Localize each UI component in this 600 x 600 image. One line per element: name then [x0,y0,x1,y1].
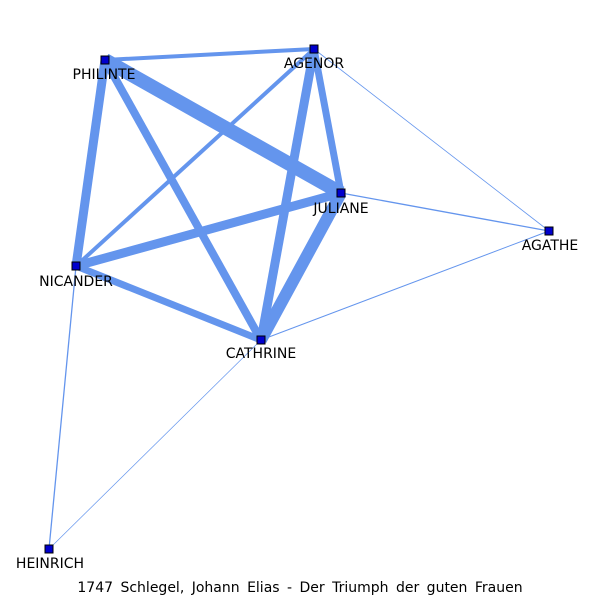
node-label-juliane: JULIANE [312,201,368,217]
node-label-nicander: NICANDER [39,274,113,290]
node-nicander [71,261,81,271]
edges-layer [48,47,550,550]
edge-juliane-agathe [340,192,550,232]
edge-agenor-nicander [74,47,316,268]
edge-cathrine-heinrich [48,339,262,550]
edge-philinte-cathrine [101,58,265,342]
node-philinte [100,55,110,65]
edge-agenor-juliane [310,48,345,194]
node-label-agenor: AGENOR [284,56,345,72]
play-title-caption: 1747 Schlegel, Johann Elias - Der Triump… [77,580,523,596]
labels-layer: PHILINTE AGENOR JULIANE AGATHE NICANDER CATHR… [16,56,578,572]
edge-philinte-juliane [101,53,345,200]
edge-agenor-cathrine [256,48,319,341]
node-label-philinte: PHILINTE [73,67,136,83]
edge-nicander-cathrine [74,262,263,344]
node-label-heinrich: HEINRICH [16,556,84,572]
node-juliane [336,188,346,198]
node-agenor [309,44,319,54]
edge-cathrine-juliane [255,190,347,343]
edge-philinte-agenor [104,47,315,62]
edge-agenor-agathe [313,48,550,232]
node-label-cathrine: CATHRINE [226,346,297,362]
node-label-agathe: AGATHE [522,238,579,254]
edge-nicander-heinrich [48,265,77,550]
edge-cathrine-agathe [260,230,550,341]
edge-nicander-juliane [74,188,343,271]
node-heinrich [44,544,54,554]
node-agathe [544,226,554,236]
nodes-layer [44,44,554,554]
node-cathrine [256,335,266,345]
edge-philinte-nicander [71,59,110,267]
